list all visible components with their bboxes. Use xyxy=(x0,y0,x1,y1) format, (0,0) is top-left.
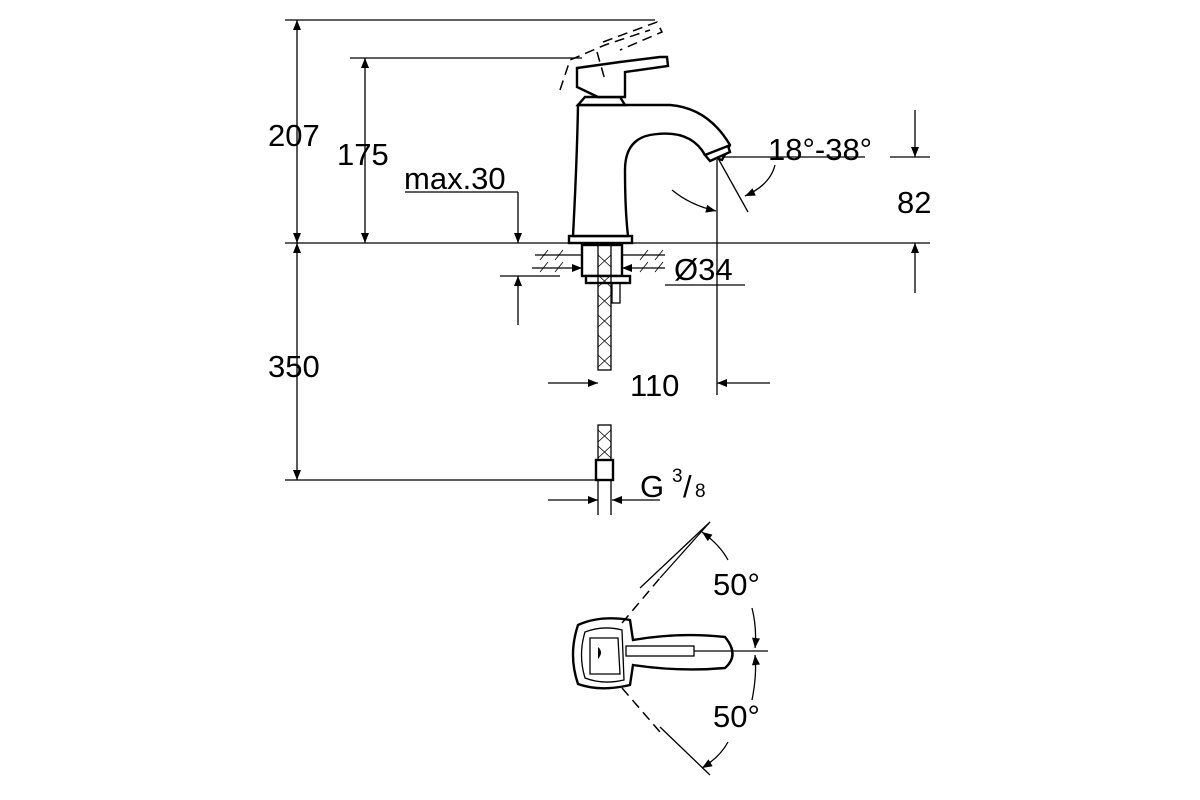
dim-hole-diameter: Ø34 xyxy=(674,252,733,287)
faucet-top-view xyxy=(571,521,768,776)
dim-rotation-left: 50° xyxy=(713,567,760,602)
dim-connection: G xyxy=(640,469,664,504)
dim-rotation-right: 50° xyxy=(713,699,760,734)
dim-connection-numerator: 3 xyxy=(672,466,683,487)
dim-hose-length: 350 xyxy=(268,349,320,384)
countertop-section xyxy=(535,243,665,304)
dimension-arrows xyxy=(293,20,919,504)
hose xyxy=(594,244,615,515)
dim-connection-slash: / xyxy=(683,469,692,504)
faucet-body xyxy=(559,21,732,245)
dim-spout-height: 82 xyxy=(897,185,931,220)
dim-connection-denominator: 8 xyxy=(695,481,706,502)
dim-total-height: 207 xyxy=(268,118,320,153)
dim-max-thickness: max.30 xyxy=(404,161,506,196)
dim-projection: 110 xyxy=(630,368,679,403)
dim-spout-angle: 18°-38° xyxy=(768,132,872,167)
dim-handle-height: 175 xyxy=(337,137,389,172)
